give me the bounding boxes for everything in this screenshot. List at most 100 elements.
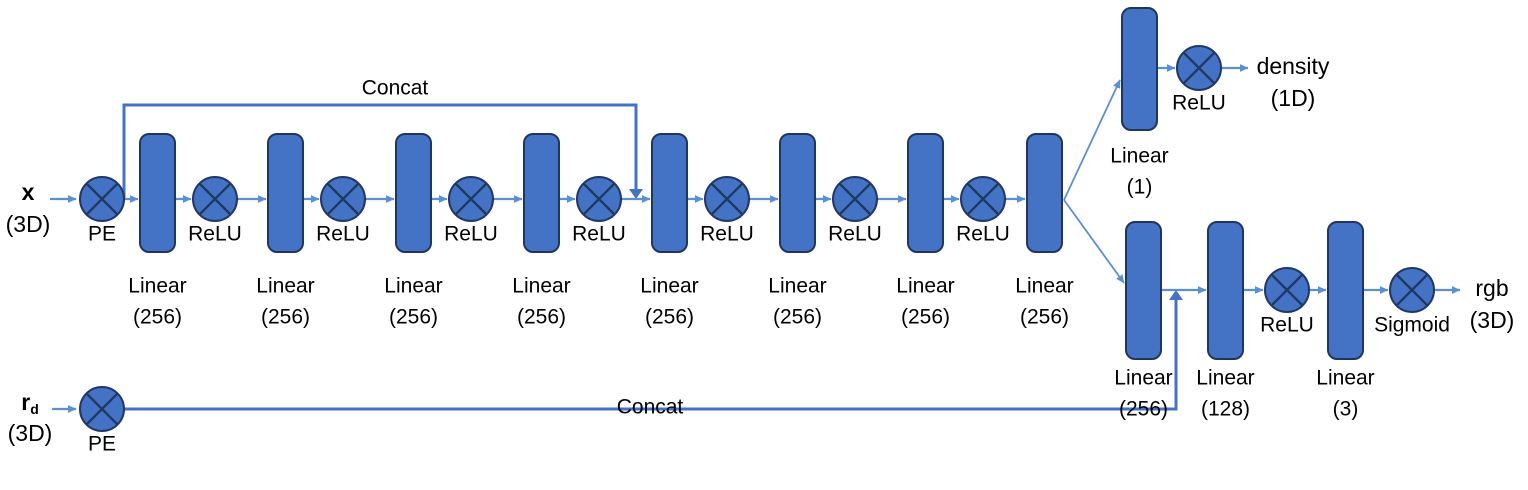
block-label: Linear [512,275,570,298]
block-size-label: (256) [1119,398,1168,421]
skip-connection-concat-bottom: Concat [124,290,1183,419]
block-size-label: (256) [517,306,566,329]
node-label: PE [88,433,116,456]
input-input-x: x (3D) [6,179,51,237]
node-pe-rd[interactable]: PE [79,386,125,456]
output-output-rgb: rgb (3D) [1470,275,1515,333]
node-label: ReLU [1260,314,1314,337]
block-size-label: (256) [261,306,310,329]
input-symbol-subscript: d [30,401,39,417]
output-output-density: density (1D) [1257,53,1330,111]
linear-block-rect[interactable] [1125,221,1162,360]
skip-connection-concat-top: Concat [122,77,643,199]
node-label: ReLU [828,223,882,246]
linear-block-rect[interactable] [523,133,560,253]
concat-label: Concat [617,396,684,419]
input-input-rd: rd (3D) [8,389,53,446]
block-linear-8[interactable]: Linear(256) [1015,133,1074,329]
output-label: rgb [1475,275,1508,301]
block-size-label: (3) [1333,398,1359,421]
cross-stroke-icon [710,182,744,216]
block-label: Linear [256,275,314,298]
linear-block-rect[interactable] [139,133,176,253]
node-sigmoid[interactable]: Sigmoid [1374,267,1450,337]
linear-block-rect[interactable] [779,133,816,253]
branch-arrow-layer [1063,79,1125,284]
block-label: Linear [1316,367,1374,390]
block-label: Linear [1114,367,1172,390]
cross-stroke-icon [1270,273,1304,307]
node-label: Sigmoid [1374,314,1450,337]
linear-block-rect[interactable] [267,133,304,253]
node-relu-5[interactable]: ReLU [700,176,754,246]
node-relu-2[interactable]: ReLU [316,176,370,246]
node-label: ReLU [444,223,498,246]
block-linear-density[interactable]: Linear(1) [1110,7,1169,199]
concat-path [122,103,638,199]
cross-stroke-icon [85,392,119,426]
cross-stroke-icon [198,182,232,216]
block-size-label: (1) [1127,176,1153,199]
linear-block-layer: Linear(256)Linear(256)Linear(256)Linear(… [128,7,1375,421]
cross-stroke-icon [454,182,488,216]
arrow-layer [50,64,1461,413]
input-dim-label: (3D) [6,211,51,237]
block-label: Linear [384,275,442,298]
block-label: Linear [128,275,186,298]
output-dim-label: (1D) [1271,85,1316,111]
node-relu-density[interactable]: ReLU [1172,45,1226,115]
cross-stroke-icon [966,182,1000,216]
flow-branch-to-rgb [1063,199,1125,284]
block-linear-6[interactable]: Linear(256) [768,133,827,329]
block-linear-3[interactable]: Linear (256) [384,133,443,329]
linear-block-rect[interactable] [651,133,688,253]
activation-node-layer: PE ReLU ReLU ReLU ReLU ReLU ReLU ReLU ReLU ReLU Si… [79,45,1450,456]
block-size-label: (256) [389,306,438,329]
node-relu-4[interactable]: ReLU [572,176,626,246]
linear-block-rect[interactable] [1327,221,1364,360]
linear-block-rect[interactable] [907,133,944,253]
cross-stroke-icon [326,182,360,216]
block-linear-rgb-256[interactable]: Linear (256) [1114,221,1173,421]
node-pe-x[interactable]: PE [79,176,125,246]
node-relu-7[interactable]: ReLU [956,176,1010,246]
output-label: density [1257,53,1330,79]
cross-stroke-icon [85,182,119,216]
node-relu-1[interactable]: ReLU [188,176,242,246]
linear-block-rect[interactable] [1026,133,1063,253]
output-dim-label: (3D) [1470,307,1515,333]
input-symbol: rd [21,389,39,417]
flow-branch-to-density [1063,79,1121,201]
node-label: ReLU [572,223,626,246]
block-size-label: (128) [1201,398,1250,421]
block-linear-rgb-128[interactable]: Linear (128) [1196,221,1255,421]
concat-path [124,296,1178,411]
block-size-label: (256) [773,306,822,329]
node-label: ReLU [188,223,242,246]
node-label: ReLU [316,223,370,246]
input-dim-label: (3D) [8,420,53,446]
linear-block-rect[interactable] [395,133,432,253]
block-size-label: (256) [133,306,182,329]
linear-block-rect[interactable] [1121,7,1158,131]
cross-stroke-icon [838,182,872,216]
input-symbol: x [22,179,35,205]
block-linear-5[interactable]: Linear (256) [640,133,699,329]
node-relu-3[interactable]: ReLU [444,176,498,246]
node-relu-6[interactable]: ReLU [828,176,882,246]
block-size-label: (256) [901,306,950,329]
node-label: ReLU [700,223,754,246]
block-label: Linear [640,275,698,298]
block-linear-4[interactable]: Linear (256) [512,133,571,329]
block-linear-1[interactable]: Linear (256) [128,133,187,329]
block-size-label: (256) [645,306,694,329]
linear-block-rect[interactable] [1207,221,1244,360]
block-linear-7[interactable]: Linear(256) [896,133,955,329]
concat-label: Concat [362,77,429,100]
block-linear-rgb-3[interactable]: Linear (3) [1316,221,1375,421]
block-label: Linear [1196,367,1254,390]
block-linear-2[interactable]: Linear (256) [256,133,315,329]
node-relu-rgb[interactable]: ReLU [1260,267,1314,337]
